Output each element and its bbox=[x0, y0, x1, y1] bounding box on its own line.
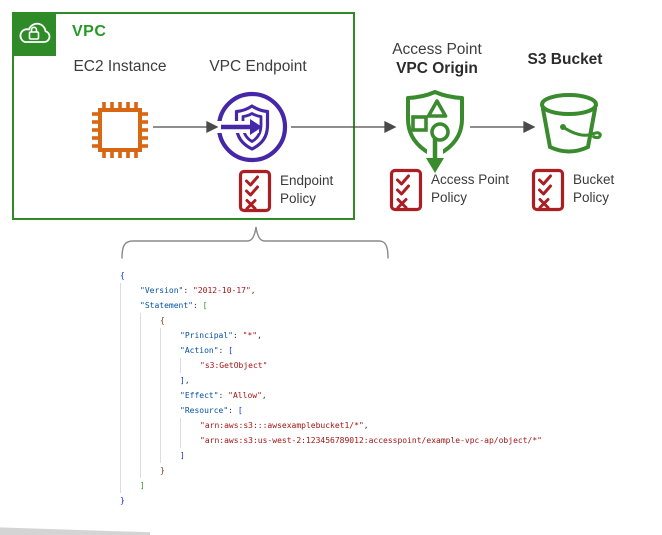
endpoint-policy-icon bbox=[238, 169, 272, 213]
code-line: ], bbox=[120, 373, 542, 388]
code-brace bbox=[121, 226, 389, 259]
page-edge-shadow bbox=[0, 527, 150, 535]
code-line: "Action": [ bbox=[120, 343, 542, 358]
ec2-instance-icon bbox=[86, 96, 154, 164]
access-point-icon bbox=[401, 88, 469, 178]
vpc-endpoint-label: VPC Endpoint bbox=[209, 58, 307, 75]
code-line: "s3:GetObject" bbox=[120, 358, 542, 373]
vpc-label: VPC bbox=[72, 23, 107, 40]
ec2-instance-label: EC2 Instance bbox=[73, 58, 167, 75]
vpc-endpoint-icon bbox=[216, 91, 288, 163]
bucket-policy-icon bbox=[531, 168, 565, 212]
access-point-policy-icon bbox=[389, 168, 423, 212]
access-point-label: Access Point bbox=[392, 41, 482, 58]
code-line: "Resource": [ bbox=[120, 403, 542, 418]
code-line: ] bbox=[120, 448, 542, 463]
code-line: "arn:aws:s3:us-west-2:123456789012:acces… bbox=[120, 433, 542, 448]
code-line: { bbox=[120, 313, 542, 328]
arrow-accesspoint-to-s3 bbox=[470, 120, 536, 134]
code-line: } bbox=[120, 496, 125, 505]
s3-bucket-icon bbox=[535, 91, 607, 159]
code-line: } bbox=[120, 463, 542, 478]
code-line: ] bbox=[120, 478, 542, 493]
code-line: "arn:aws:s3:::awsexamplebucket1/*", bbox=[120, 418, 542, 433]
policy-code-block: {"Version": "2012-10-17","Statement": [{… bbox=[120, 268, 542, 508]
vpc-boundary-box bbox=[12, 12, 355, 220]
code-line: "Statement": [ bbox=[120, 298, 542, 313]
vpc-icon bbox=[12, 12, 56, 56]
bucket-policy-label: Bucket Policy bbox=[573, 172, 615, 205]
code-line: "Principal": "*", bbox=[120, 328, 542, 343]
code-line: "Effect": "Allow", bbox=[120, 388, 542, 403]
code-line: "Version": "2012-10-17", bbox=[120, 283, 542, 298]
s3-bucket-label: S3 Bucket bbox=[527, 51, 603, 68]
access-point-policy-label: Access Point Policy bbox=[431, 172, 510, 205]
endpoint-policy-label: Endpoint Policy bbox=[280, 173, 334, 206]
code-line: { bbox=[120, 271, 125, 280]
vpc-origin-label: VPC Origin bbox=[396, 60, 478, 77]
